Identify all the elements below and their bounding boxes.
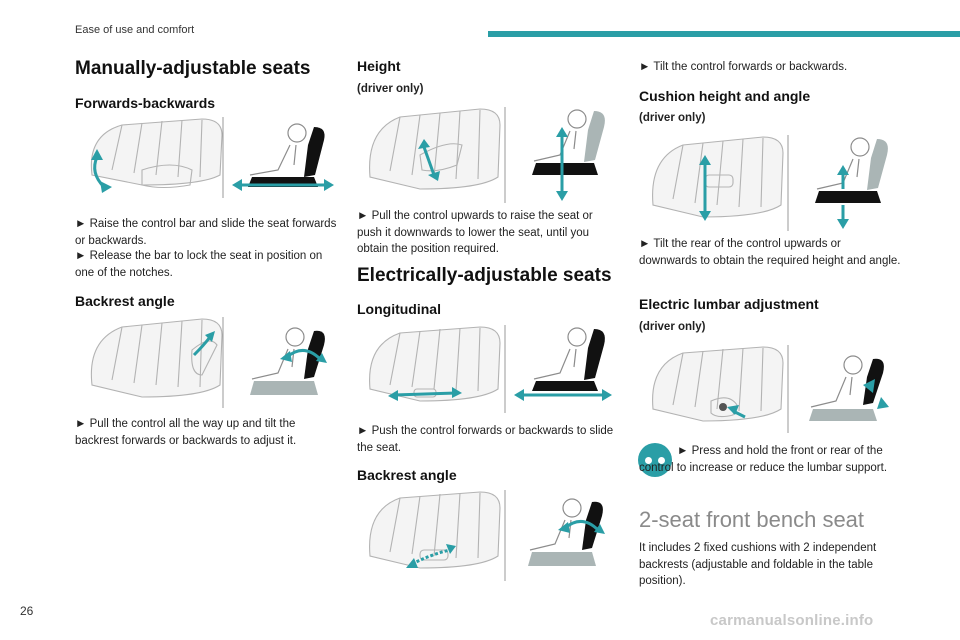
person-seat-icon [528,498,605,566]
header-section-title: Ease of use and comfort [75,24,195,36]
title-electric-seats: Electrically-adjustable seats [357,265,612,286]
title-manual-seats: Manually-adjustable seats [75,58,311,79]
heading-lumbar: Electric lumbar adjustment [639,296,819,312]
seat-control-icon [90,118,223,193]
watermark: carmanualsonline.info [710,612,874,629]
seat-control-icon [90,318,223,398]
text-tilt: ► Tilt the control forwards or backwards… [639,61,848,73]
seat-control-icon [369,326,501,402]
sub-height-driver: (driver only) [357,83,424,95]
seat-control-icon [369,491,501,569]
heading-cushion: Cushion height and angle [639,88,811,104]
heading-backrest-angle-electric: Backrest angle [357,467,457,483]
figure-backrest-electric [369,490,605,581]
person-seat-icon [532,109,605,201]
sub-cushion-driver: (driver only) [639,112,706,124]
text-forwards-2: ► Release the bar to lock the seat in po… [75,250,323,279]
person-seat-icon [809,355,889,421]
heading-forwards-backwards: Forwards-backwards [75,95,216,111]
person-seat-icon [815,137,888,229]
seat-control-icon [652,346,784,422]
heading-backrest-angle-manual: Backrest angle [75,293,175,309]
title-bench-seat: 2-seat front bench seat [639,507,865,532]
heading-height: Height [357,58,401,74]
header-accent-bar [488,31,960,37]
figure-cushion [652,135,888,231]
text-forwards-1: ► Raise the control bar and slide the se… [75,218,337,247]
text-cushion: ► Tilt the rear of the control upwards o… [639,238,901,267]
lumbar-badge-icon [638,443,672,477]
text-backrest-manual: ► Pull the control all the way up and ti… [75,418,297,447]
sub-lumbar-driver: (driver only) [639,321,706,333]
text-lumbar: ► Press and hold the front or rear of th… [639,445,888,474]
person-seat-icon [232,123,334,191]
figure-lumbar [652,345,889,433]
figure-longitudinal [369,325,612,413]
heading-longitudinal: Longitudinal [357,301,441,317]
seat-control-icon [369,108,501,190]
text-longitudinal: ► Push the control forwards or backwards… [357,425,614,454]
figure-height [369,107,605,203]
text-height: ► Pull the control upwards to raise the … [357,210,593,255]
figure-backrest-manual [90,317,327,408]
person-seat-icon [250,327,327,395]
text-bench-seat: It includes 2 fixed cushions with 2 inde… [639,542,877,587]
seat-control-icon [652,136,784,221]
figure-forwards-backwards [90,117,334,198]
person-seat-icon [514,327,612,401]
page-number: 26 [20,604,34,618]
